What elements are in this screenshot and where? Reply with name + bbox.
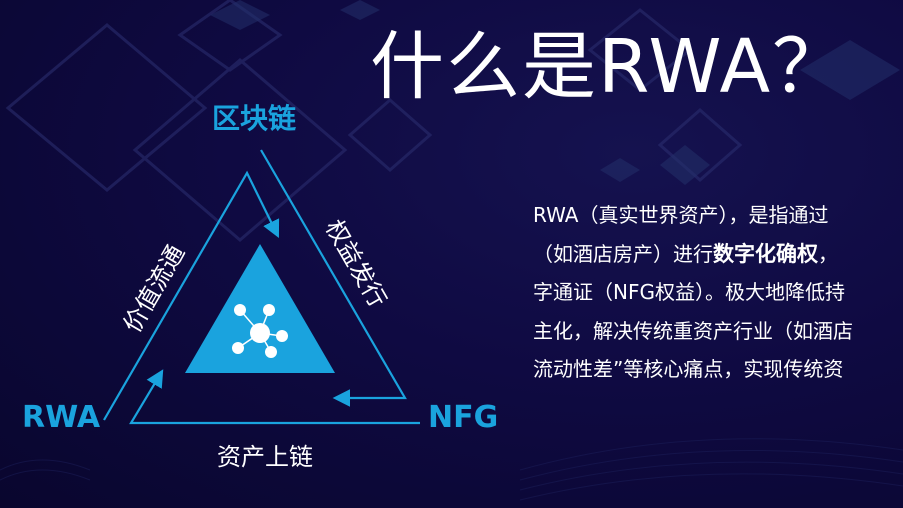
node-rwa: RWA (22, 400, 101, 435)
page-title: 什么是RWA？ (370, 24, 849, 110)
node-nfg: NFG (428, 400, 499, 435)
value-flow-line (103, 170, 280, 421)
edge-asset-onchain: 资产上链 (217, 443, 313, 471)
node-blockchain: 区块链 (212, 102, 297, 135)
description-line: 字通证（NFG权益）。极大地降低持 (533, 280, 845, 304)
highlight-digital-rights: 数字化确权 (713, 241, 818, 266)
center-triangle (185, 244, 335, 373)
description-line: 主化，解决传统重资产行业（如酒店 (533, 318, 853, 343)
description-paragraph: RWA（真实世界资产），是指通过 （如酒店房产）进行数字化确权， 字通证（NFG… (533, 196, 903, 389)
asset-onchain-line (129, 369, 420, 425)
description-line: （如酒店房产）进行数字化确权， (533, 241, 838, 266)
network-nodes-icon (232, 304, 288, 358)
rights-issuance-line (260, 149, 407, 407)
description-line: 流动性差”等核心痛点，实现传统资 (533, 357, 844, 381)
description-line: RWA（真实世界资产），是指通过 (533, 203, 829, 227)
